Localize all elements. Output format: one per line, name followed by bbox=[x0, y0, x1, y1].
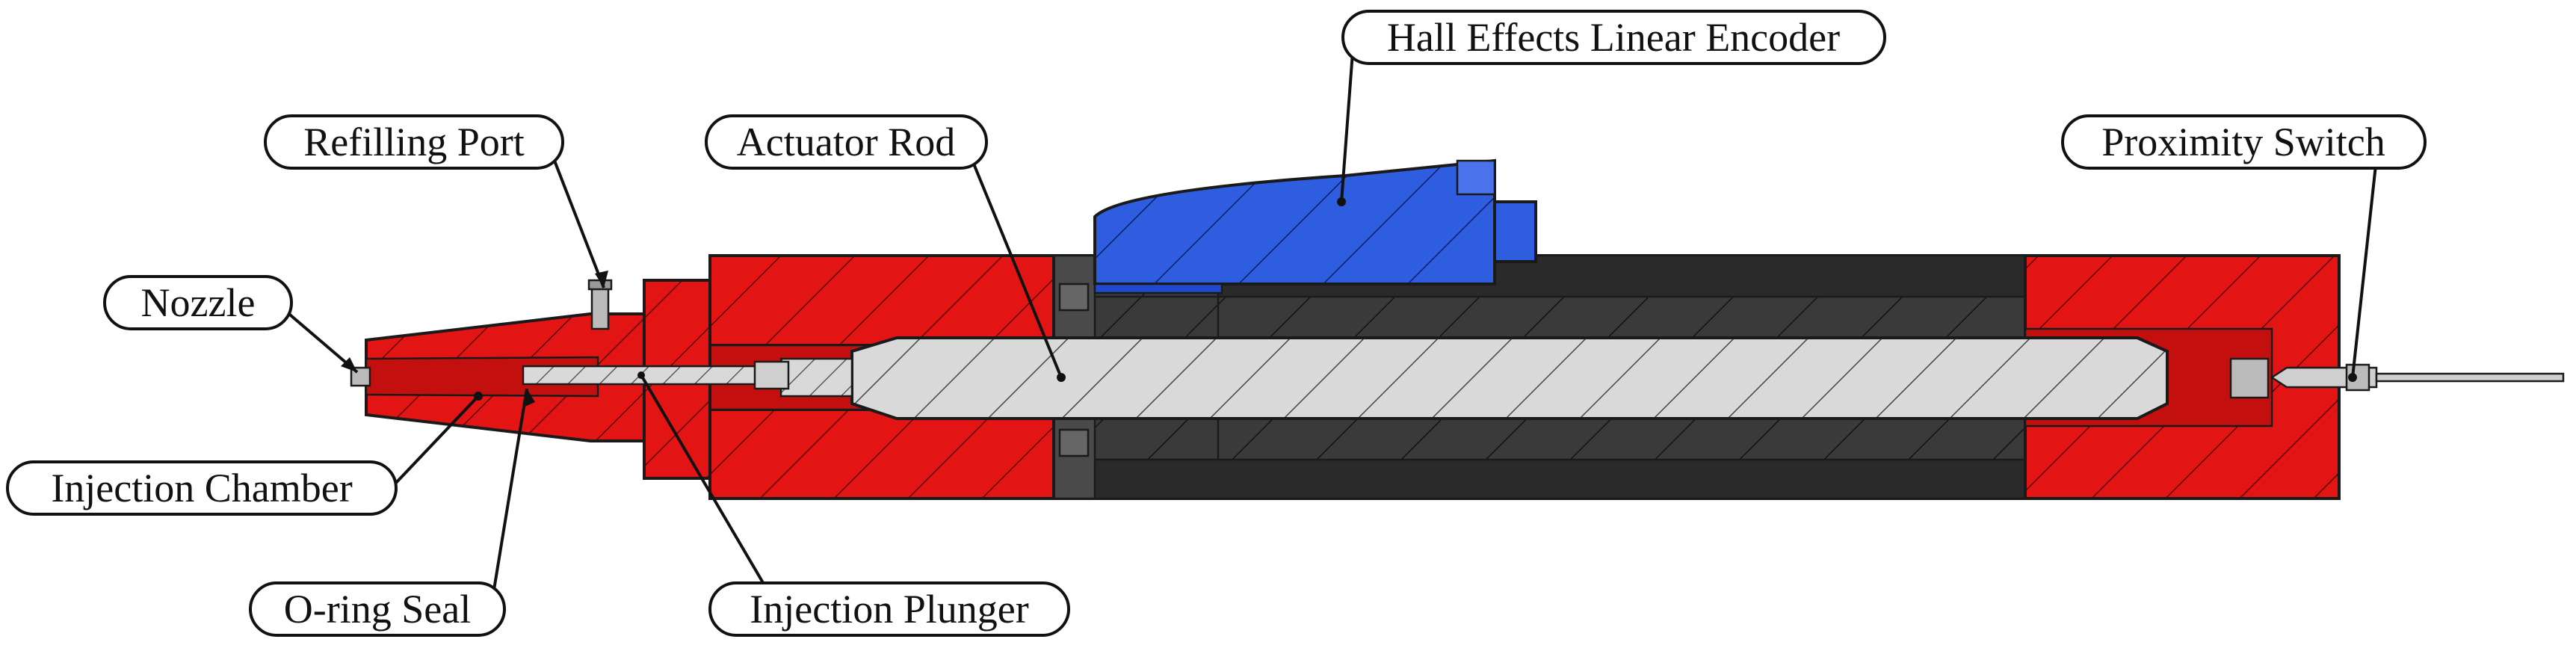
callout-hall-encoder: Hall Effects Linear Encoder bbox=[1341, 10, 1886, 65]
actuator-rod bbox=[779, 336, 2169, 420]
injection-plunger bbox=[522, 360, 790, 390]
nozzle-body bbox=[350, 312, 646, 442]
callout-injection-chamber: Injection Chamber bbox=[6, 460, 398, 516]
leader-lines bbox=[279, 52, 2378, 596]
label-injection-plunger: Injection Plunger bbox=[750, 587, 1028, 632]
label-refilling-port: Refilling Port bbox=[303, 120, 525, 164]
proximity-switch-probe bbox=[2270, 363, 2565, 392]
hall-encoder-housing bbox=[1093, 158, 1537, 294]
callout-actuator-rod: Actuator Rod bbox=[705, 114, 988, 170]
callout-o-ring-seal: O-ring Seal bbox=[249, 581, 506, 637]
callout-nozzle: Nozzle bbox=[103, 275, 293, 330]
label-hall-encoder: Hall Effects Linear Encoder bbox=[1387, 15, 1840, 60]
label-actuator-rod: Actuator Rod bbox=[737, 120, 955, 164]
label-proximity-switch: Proximity Switch bbox=[2101, 120, 2385, 164]
callout-refilling-port: Refilling Port bbox=[264, 114, 564, 170]
callout-proximity-switch: Proximity Switch bbox=[2061, 114, 2427, 170]
label-nozzle: Nozzle bbox=[141, 280, 256, 325]
label-injection-chamber: Injection Chamber bbox=[51, 466, 352, 510]
label-o-ring-seal: O-ring Seal bbox=[284, 587, 471, 632]
callout-injection-plunger: Injection Plunger bbox=[708, 581, 1070, 637]
refilling-port-fitting bbox=[587, 279, 613, 330]
